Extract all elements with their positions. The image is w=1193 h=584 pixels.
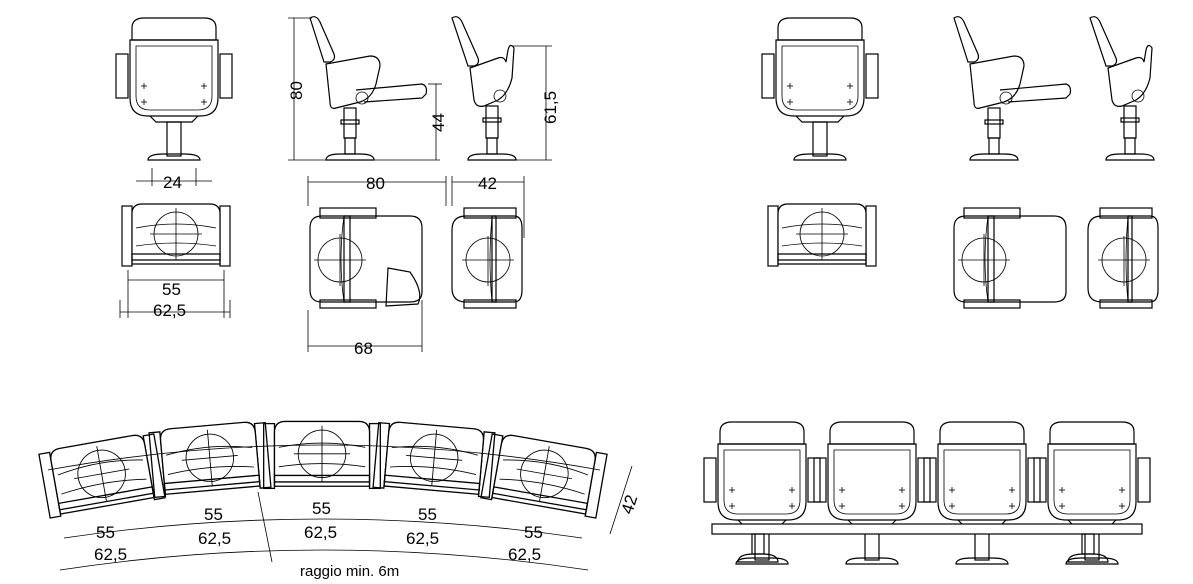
front-view-seat [115,17,233,161]
dimensions-front: 24 [136,168,212,192]
curved-row-dims: 55 55 55 55 55 62,5 62,5 62,5 62,5 62,5 … [59,465,641,580]
plan-view-folded-2 [1087,207,1159,309]
curved-overall-width-5: 62,5 [508,545,541,564]
radius-leader [257,491,273,563]
plan-view-seat-2 [767,203,877,267]
plan-view-seat [121,203,231,267]
side-view-open-2 [953,16,1072,161]
dim-front-base-width: 24 [163,173,182,192]
dim-plan-depth-seat: 68 [354,339,373,358]
curved-row-plan [37,419,609,563]
curved-overall-width-1: 62,5 [94,545,127,564]
dim-plan-seat-width: 55 [162,280,181,299]
dim-seat-height: 44 [429,113,448,132]
curved-overall-width-4: 62,5 [406,529,439,548]
curved-seat-width-3: 55 [312,499,331,518]
dim-plan-overall-width: 62,5 [153,301,186,320]
side-view-folded-2 [1089,16,1155,161]
dimensions-side: 80 44 61,5 [287,17,560,161]
plan-view-open-2 [953,207,1067,309]
curved-seat-width-4: 55 [418,505,437,524]
curved-row-depth: 42 [617,492,641,516]
straight-row-front [703,421,1151,565]
side-view-open [309,16,428,161]
curved-overall-width-3: 62,5 [304,523,337,542]
dim-plan-depth-folded: 42 [478,174,497,193]
plan-seat-swing [385,267,421,307]
dimensions-plan: 55 62,5 80 42 68 [119,174,525,358]
front-view-seat-2 [761,17,879,161]
curved-overall-width-2: 62,5 [198,529,231,548]
dim-plan-depth-open: 80 [366,174,385,193]
curved-seat-width-1: 55 [96,523,115,542]
radius-note: raggio min. 6m [300,563,399,580]
curved-seat-width-5: 55 [524,523,543,542]
side-view-folded [451,16,517,161]
dim-side-height: 80 [287,81,306,100]
plan-view-folded [451,207,523,309]
curved-seat-width-2: 55 [204,505,223,524]
dim-folded-height: 61,5 [541,91,560,124]
plan-view-open [309,207,423,309]
